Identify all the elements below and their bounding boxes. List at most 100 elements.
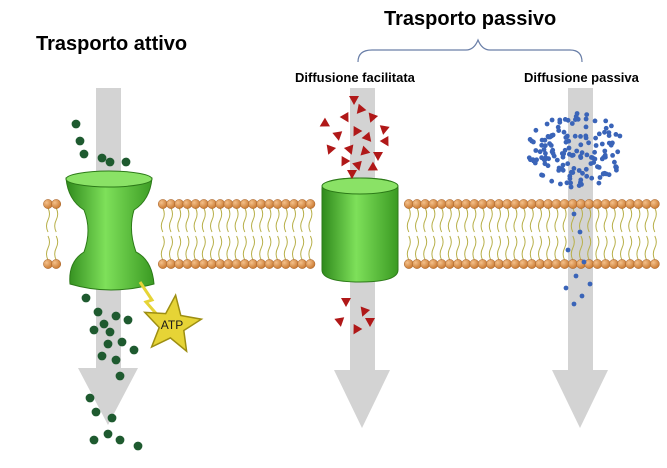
passive-particle: [610, 153, 615, 158]
lipid-head: [535, 199, 545, 209]
passive-particle: [583, 166, 589, 172]
facilitated-particle: [319, 117, 330, 127]
active-particle: [71, 119, 81, 129]
passive-diffusion-particles: [526, 111, 623, 307]
lipid-tail: [185, 235, 190, 261]
lipid-tail: [447, 235, 452, 261]
lipid-tail: [292, 235, 296, 261]
lipid-head: [469, 199, 480, 209]
passive-particle: [566, 145, 572, 151]
passive-particle: [584, 112, 590, 117]
active-particle: [107, 413, 117, 423]
passive-particle: [578, 142, 584, 148]
lipid-head: [412, 199, 422, 209]
passive-particle: [554, 157, 560, 163]
lipid-tail: [406, 207, 411, 233]
lipid-head: [600, 259, 611, 269]
lipid-head: [428, 199, 439, 209]
lipid-head: [625, 199, 636, 209]
passive-particle: [578, 134, 583, 139]
passive-particle: [544, 121, 550, 127]
lipid-tail: [611, 207, 616, 233]
lipid-head: [182, 259, 193, 269]
facilitated-particle: [341, 156, 351, 167]
lipid-head: [567, 259, 578, 269]
lipid-bilayer: [43, 199, 660, 269]
lipid-tail: [652, 207, 657, 233]
passive-particle: [613, 164, 619, 170]
active-particle: [111, 355, 121, 365]
passive-particle: [596, 180, 602, 186]
lipid-heads: [43, 199, 660, 269]
lipid-head: [592, 259, 603, 269]
atp-bolt: [138, 281, 162, 319]
passive-particle: [583, 133, 589, 139]
lipid-head: [174, 199, 185, 209]
lipid-tail: [505, 235, 510, 261]
lipid-tail: [562, 235, 567, 261]
lipid-tail: [472, 235, 477, 261]
lipid-head: [494, 199, 504, 209]
passive-particle: [603, 118, 609, 124]
lipid-tail: [259, 235, 264, 261]
passive-particle: [546, 156, 551, 162]
active-particle: [115, 435, 125, 445]
passive-particle: [602, 129, 607, 135]
passive-particle: [568, 184, 574, 190]
passive-particle: [596, 131, 602, 137]
lipid-tail: [439, 235, 444, 261]
lipid-tail: [603, 207, 608, 233]
facilitated-particle: [341, 298, 351, 307]
active-particle: [93, 307, 103, 317]
facilitated-particle: [356, 103, 367, 114]
facilitated-particle: [360, 145, 371, 156]
lipid-head: [633, 259, 644, 269]
lipid-tail: [431, 207, 436, 233]
passive-particle: [565, 117, 571, 123]
facilitated-particle: [326, 144, 337, 155]
passive-particle: [589, 175, 595, 181]
passive-particle: [537, 149, 543, 155]
active-particle: [89, 435, 99, 445]
active-transport-title: Trasporto attivo: [36, 33, 188, 55]
passive-particle: [571, 166, 577, 171]
passive-particle: [584, 152, 590, 158]
active-particle: [105, 157, 115, 167]
passive-particle: [577, 229, 583, 235]
lipid-head: [223, 199, 234, 209]
facilitated-particle: [352, 160, 362, 171]
lipid-head: [567, 199, 578, 209]
lipid-head: [305, 199, 316, 209]
passive-particle: [578, 177, 584, 183]
lipid-tail: [406, 235, 411, 261]
active-particle: [121, 157, 131, 167]
lipid-head: [510, 259, 521, 269]
lipid-head: [272, 199, 283, 209]
facilitated-particle: [368, 112, 379, 123]
passive-particle: [573, 273, 579, 279]
lipid-tail: [423, 207, 428, 233]
passive-particle: [606, 172, 612, 178]
passive-particle: [560, 151, 566, 157]
lipid-tail: [497, 207, 501, 233]
lipid-tail: [292, 207, 296, 233]
lipid-tail: [513, 235, 518, 261]
channel-protein: [321, 177, 399, 283]
lipid-head: [608, 259, 619, 269]
passive-particle: [549, 117, 555, 123]
lipid-tail: [579, 207, 583, 233]
lipid-tail: [620, 207, 624, 233]
lipid-tail: [546, 207, 551, 233]
passive-particle: [567, 151, 572, 157]
lipid-head: [608, 199, 619, 209]
passive-particle: [559, 166, 565, 172]
active-particle: [133, 441, 143, 451]
lipid-head: [174, 259, 185, 269]
lipid-tail: [210, 235, 214, 261]
lipid-head: [518, 199, 529, 209]
lipid-tail: [308, 207, 313, 233]
lipid-tail: [521, 235, 526, 261]
passive-particle: [614, 167, 619, 173]
passive-particle: [545, 134, 551, 139]
passive-particle: [592, 149, 597, 155]
